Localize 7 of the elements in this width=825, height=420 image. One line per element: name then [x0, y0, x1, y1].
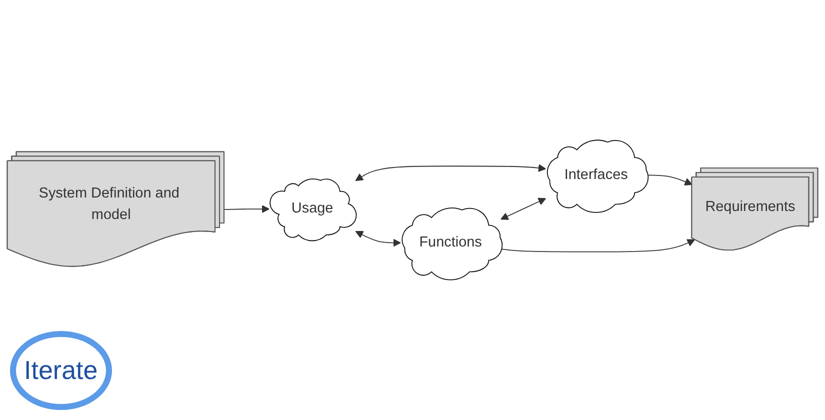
arrow — [646, 174, 692, 186]
arrow — [500, 239, 696, 252]
iterate-cycle-label: Iterate — [10, 331, 112, 410]
arrow — [224, 205, 270, 213]
arrow — [355, 230, 401, 247]
arrow — [355, 164, 546, 182]
arrow — [500, 198, 546, 220]
